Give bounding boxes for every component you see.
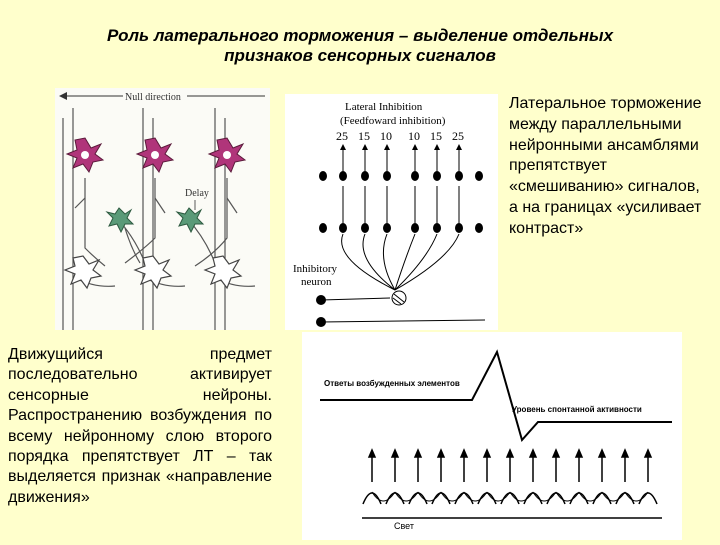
up-arrow-icon (413, 448, 423, 458)
activity-value-1: 25 (336, 129, 348, 143)
neuron-diagram: Null direction (55, 88, 270, 330)
lateral-neuron-dot (411, 223, 419, 233)
delay-label: Delay (185, 188, 209, 199)
lateral-inhibition-svg: Lateral Inhibition (Feedfoward inhibitio… (293, 101, 486, 327)
null-direction-label: Null direction (125, 92, 181, 103)
receptor-cell (569, 492, 589, 505)
lateral-title: Lateral Inhibition (345, 101, 423, 113)
activity-value-4: 10 (408, 129, 420, 143)
lateral-inhibition-description: Латеральное торможение между параллельны… (509, 95, 702, 237)
activity-value-6: 25 (452, 129, 464, 143)
up-arrow-icon (436, 448, 446, 458)
up-arrow-icon (528, 448, 538, 458)
light-label: Свет (394, 521, 414, 531)
receptor-cell (454, 492, 474, 505)
lateral-neuron-dot (383, 171, 391, 181)
neuron-diagram-svg: Null direction (59, 90, 265, 330)
activity-value-5: 15 (430, 129, 442, 143)
receptor-cell (638, 492, 658, 505)
up-arrow-icon (643, 448, 653, 458)
lateral-neuron-dot (455, 171, 463, 181)
up-arrow-icon (620, 448, 630, 458)
receptor-cell (523, 492, 543, 505)
slide-title: Роль латерального торможения – выделение… (0, 26, 720, 66)
up-arrow-icon (551, 448, 561, 458)
receptor-cell (546, 492, 566, 505)
lateral-neuron-dot (361, 171, 369, 181)
inhibitory-label-1: Inhibitory (293, 263, 337, 275)
lateral-neuron-dot (361, 223, 369, 233)
up-arrow-icon (505, 448, 515, 458)
lateral-neuron-dot (455, 223, 463, 233)
green-neuron-2 (175, 207, 205, 234)
receptor-cell (615, 492, 635, 505)
arrow-head-icon (59, 92, 67, 100)
lateral-neuron-dot (433, 171, 441, 181)
lateral-inhibition-diagram: Lateral Inhibition (Feedfoward inhibitio… (285, 94, 498, 330)
activity-value-3: 10 (380, 129, 392, 143)
spontaneous-label: Уровень спонтанной активности (512, 405, 642, 414)
white-neuron-3 (203, 255, 243, 290)
lateral-neuron-dot (339, 223, 347, 233)
white-neuron-2 (133, 255, 173, 290)
response-curve-svg: Ответы возбужденных элементов Уровень сп… (320, 349, 672, 531)
motion-direction-description: Движущийся предмет последовательно актив… (8, 346, 272, 506)
lateral-neuron-dot (411, 171, 419, 181)
receptor-cell (592, 492, 612, 505)
title-line-2: признаков сенсорных сигналов (224, 46, 496, 65)
up-arrow-icon (459, 448, 469, 458)
green-neuron-1 (105, 207, 135, 234)
receptor-cell (431, 492, 451, 505)
responses-label: Ответы возбужденных элементов (324, 379, 460, 388)
inhibitory-label-2: neuron (301, 276, 332, 288)
title-line-1: Роль латерального торможения – выделение… (106, 26, 614, 45)
up-arrow-icon (482, 448, 492, 458)
receptor-cell (500, 492, 520, 505)
up-arrow-icon (574, 448, 584, 458)
activity-value-2: 15 (358, 129, 370, 143)
response-curve (320, 349, 672, 443)
receptor-cell (408, 492, 428, 505)
receptor-cell (385, 492, 405, 505)
lateral-neuron-dot (339, 171, 347, 181)
receptor-cell (362, 492, 382, 505)
lateral-neuron-dot (383, 223, 391, 233)
receptor-cell (477, 492, 497, 505)
response-curve-diagram: Ответы возбужденных элементов Уровень сп… (302, 332, 682, 540)
up-arrow-icon (390, 448, 400, 458)
lateral-subtitle: (Feedfoward inhibition) (340, 115, 446, 127)
up-arrow-icon (367, 448, 377, 458)
lateral-neuron-dot (433, 223, 441, 233)
white-neuron-1 (63, 255, 103, 290)
up-arrow-icon (597, 448, 607, 458)
